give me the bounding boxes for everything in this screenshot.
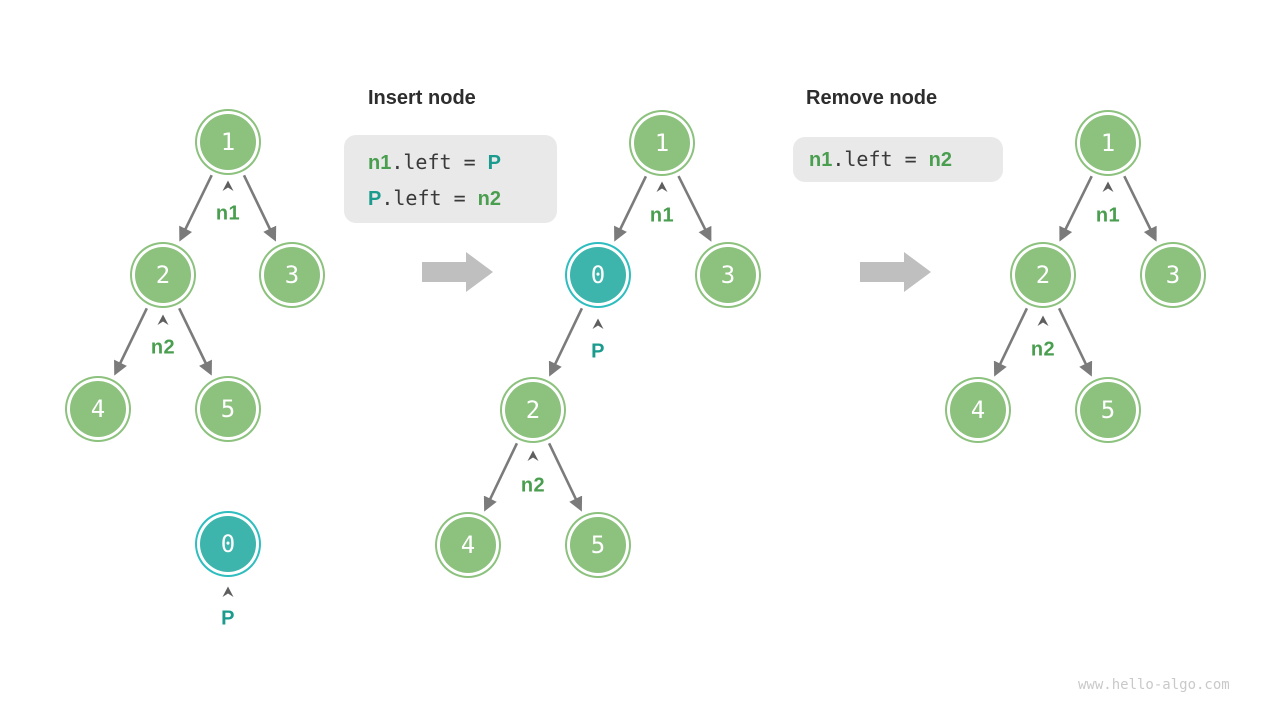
code-line: n1.left = P — [368, 145, 557, 181]
middle-tree-node-1: 1 — [634, 115, 690, 171]
left-tree-detached-node-0: 0 — [200, 516, 256, 572]
left-tree-node-2: 2 — [135, 247, 191, 303]
pointer-label-n2: n2 — [150, 336, 176, 359]
tree-edge — [548, 307, 584, 377]
tree-edge — [114, 307, 148, 376]
pointer-caret-icon — [1102, 181, 1114, 192]
remove-section-title: Remove node — [806, 87, 938, 109]
node-value: 2 — [155, 261, 171, 289]
tree-edge — [1057, 307, 1093, 377]
pointer-caret-icon — [222, 586, 234, 597]
right-tree-node-3: 3 — [1145, 247, 1201, 303]
code-token: .left = — [391, 150, 488, 174]
transition-arrow-icon — [422, 252, 493, 292]
node-value: 5 — [1100, 396, 1116, 424]
node-value: 3 — [1165, 261, 1181, 289]
code-token: n2 — [928, 149, 953, 171]
watermark-url: www.hello-algo.com — [1078, 677, 1230, 693]
left-tree-node-4: 4 — [70, 381, 126, 437]
pointer-caret-icon — [656, 181, 668, 192]
middle-tree-node-5: 5 — [570, 517, 626, 573]
code-token: n1 — [809, 149, 833, 171]
node-value: 4 — [970, 396, 986, 424]
remove-code-box: n1.left = n2 — [793, 137, 1003, 182]
middle-tree-node-3: 3 — [700, 247, 756, 303]
pointer-caret-icon — [157, 314, 169, 325]
insert-section-title: Insert node — [368, 87, 476, 109]
pointer-caret-icon — [592, 318, 604, 329]
code-token: P — [368, 188, 382, 210]
tree-edge — [993, 307, 1029, 377]
pointer-label-p: P — [591, 340, 605, 363]
node-value: 0 — [590, 261, 606, 289]
pointer-label-n1: n1 — [649, 204, 675, 227]
node-value: 0 — [220, 530, 236, 558]
pointer-caret-icon — [1037, 315, 1049, 326]
middle-tree-node-2: 2 — [505, 382, 561, 438]
node-value: 2 — [525, 396, 541, 424]
pointer-label-n2: n2 — [1030, 338, 1056, 361]
code-token: n2 — [477, 188, 502, 210]
tree-edge — [614, 175, 648, 242]
node-value: 3 — [284, 261, 300, 289]
pointer-label-n2: n2 — [520, 474, 546, 497]
code-token: P — [487, 152, 502, 174]
left-tree-node-1: 1 — [200, 114, 256, 170]
pointer-label-p: P — [221, 607, 235, 630]
left-tree-node-3: 3 — [264, 247, 320, 303]
node-value: 1 — [220, 128, 236, 156]
middle-tree-node-4: 4 — [440, 517, 496, 573]
node-value: 5 — [590, 531, 606, 559]
left-tree-node-5: 5 — [200, 381, 256, 437]
tree-edge — [179, 174, 213, 242]
code-token: .left = — [832, 147, 929, 171]
right-tree-node-2: 2 — [1015, 247, 1071, 303]
right-tree-node-4: 4 — [950, 382, 1006, 438]
node-value: 4 — [90, 395, 106, 423]
insert-code-box: n1.left = P P.left = n2 — [344, 135, 557, 223]
tree-edge — [242, 174, 277, 242]
node-value: 1 — [1100, 129, 1116, 157]
transition-arrow-icon — [860, 252, 931, 292]
node-value: 3 — [720, 261, 736, 289]
tree-edge — [547, 442, 583, 512]
code-token: n1 — [368, 152, 392, 174]
right-tree-node-1: 1 — [1080, 115, 1136, 171]
tree-edge — [1059, 175, 1093, 242]
tree-edge — [677, 175, 712, 242]
node-value: 5 — [220, 395, 236, 423]
middle-tree-node-0: 0 — [570, 247, 626, 303]
pointer-caret-icon — [222, 180, 234, 191]
code-line: P.left = n2 — [368, 181, 557, 217]
node-value: 2 — [1035, 261, 1051, 289]
pointer-label-n1: n1 — [215, 202, 241, 225]
node-value: 1 — [654, 129, 670, 157]
pointer-label-n1: n1 — [1095, 204, 1121, 227]
code-line: n1.left = n2 — [809, 142, 1003, 178]
pointer-caret-icon — [527, 450, 539, 461]
right-tree-node-5: 5 — [1080, 382, 1136, 438]
code-token: .left = — [381, 186, 478, 210]
tree-edge — [178, 307, 212, 376]
node-value: 4 — [460, 531, 476, 559]
tree-edge — [1123, 175, 1157, 242]
tree-edge — [483, 442, 519, 512]
